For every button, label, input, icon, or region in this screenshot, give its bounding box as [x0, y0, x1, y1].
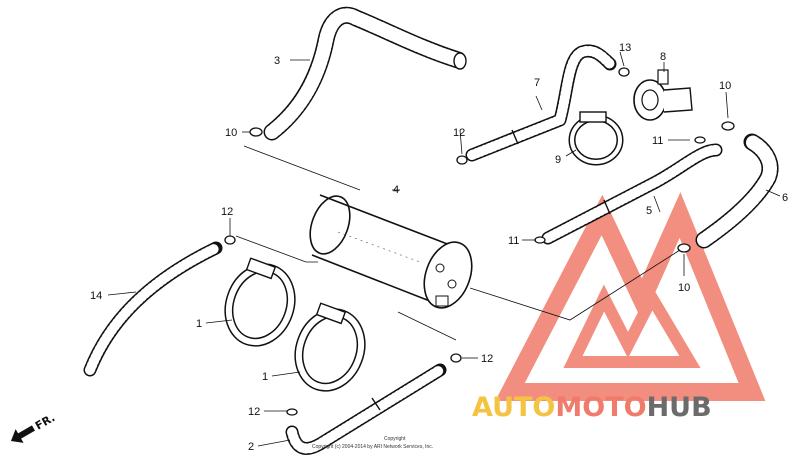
copyright-notice: Copyright Copyright (c) 2004-2014 by ARI… [312, 436, 433, 450]
callout-12: 12 [453, 127, 465, 139]
svg-text:AUTOMOTOHUB: AUTOMOTOHUB [472, 392, 712, 423]
callout-7: 7 [534, 77, 540, 89]
callout-1: 1 [196, 318, 202, 330]
bracket-9 [568, 111, 624, 166]
hose-5 [541, 143, 723, 245]
leader-lines [107, 51, 781, 447]
hose-14 [83, 241, 223, 377]
callout-6: 6 [782, 192, 788, 204]
hose-6 [695, 133, 779, 249]
copyright-title: Copyright [384, 436, 406, 442]
callout-10: 10 [678, 282, 690, 294]
valve-8 [633, 69, 693, 121]
wordmark-auto: AUTO [472, 392, 555, 423]
callout-1: 1 [262, 371, 268, 383]
callout-11: 11 [652, 135, 663, 147]
callout-10: 10 [225, 127, 237, 139]
wordmark-hub: HUB [647, 392, 712, 423]
callout-9: 9 [555, 154, 561, 166]
band-1-upper [224, 257, 296, 347]
hose-2 [285, 363, 447, 455]
callout-14: 14 [90, 290, 102, 302]
callout-12: 12 [248, 406, 260, 418]
front-label: FR. [33, 411, 57, 432]
callout-13: 13 [619, 42, 631, 54]
clamps [224, 67, 735, 416]
hose-7 [465, 44, 617, 162]
callout-11: 11 [508, 235, 519, 247]
front-direction-indicator: FR. [10, 411, 57, 443]
callout-5: 5 [646, 205, 652, 217]
watermark-wordmark: AUTOMOTOHUB [472, 392, 712, 423]
callout-10: 10 [719, 80, 731, 92]
callout-2: 2 [248, 441, 254, 453]
callout-numbers: 3 10 4 7 13 8 10 12 9 11 6 5 11 10 12 14… [90, 42, 788, 453]
callout-12: 12 [481, 353, 493, 365]
callout-8: 8 [660, 51, 666, 63]
band-1-lower [294, 302, 366, 392]
hose-3 [263, 6, 467, 141]
copyright-line: Copyright (c) 2004-2014 by ARI Network S… [312, 444, 433, 450]
charcoal-canister [309, 194, 473, 309]
callout-12: 12 [221, 206, 233, 218]
watermark-logo [495, 192, 766, 401]
callout-3: 3 [274, 55, 280, 67]
callout-4: 4 [393, 184, 399, 196]
wordmark-moto: MOTO [555, 392, 646, 423]
front-arrow-icon [10, 425, 35, 443]
